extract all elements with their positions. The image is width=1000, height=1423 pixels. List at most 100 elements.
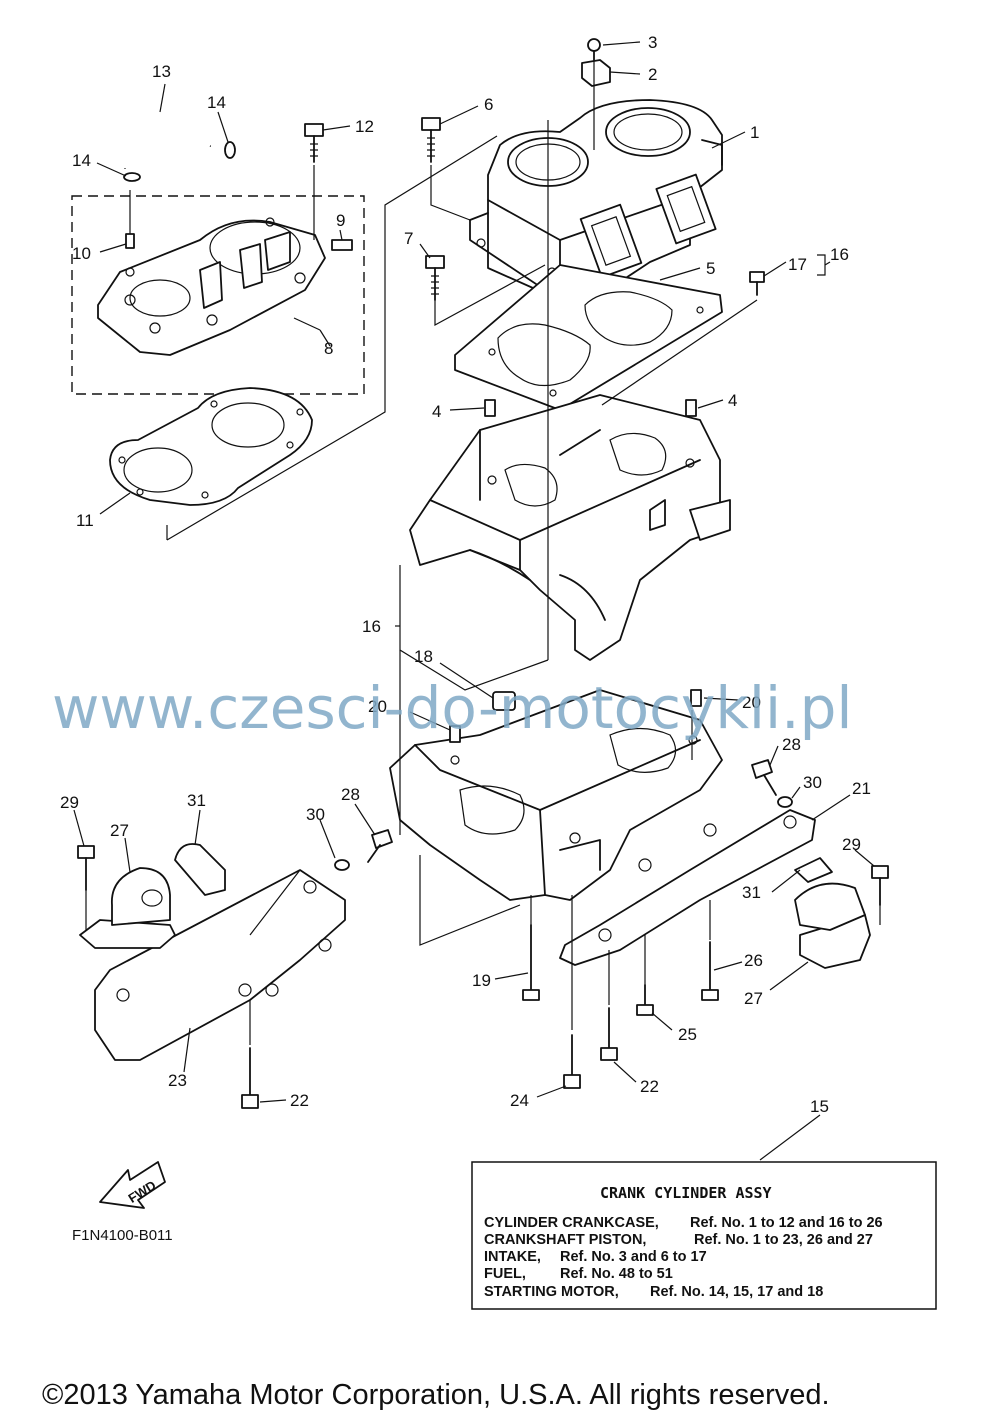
forward-arrow-icon: FWD — [99, 1161, 166, 1209]
dowel-part-4-right — [685, 399, 697, 417]
washer-part-30-left — [334, 859, 350, 871]
part-label: 10 — [72, 244, 91, 263]
info-row-ref: Ref. No. 3 and 6 to 17 — [560, 1249, 707, 1265]
part-label: 11 — [76, 511, 94, 530]
part-label: 14 — [207, 93, 226, 112]
dowel-part-4-left — [484, 399, 496, 417]
part-label: 4 — [728, 391, 737, 410]
part-label: 2 — [648, 65, 657, 84]
stopper-part-31-right — [794, 857, 833, 883]
info-row-name: FUEL, — [484, 1266, 526, 1282]
info-row-name: CRANKSHAFT PISTON, — [484, 1232, 646, 1248]
bolt-part-28-right — [751, 759, 777, 796]
bolt-part-12 — [304, 123, 324, 163]
info-box: CRANK CYLINDER ASSY CYLINDER CRANKCASE, … — [471, 1161, 937, 1310]
part-label: 29 — [842, 835, 861, 854]
bolt-part-26 — [701, 941, 719, 1001]
part-label: 31 — [187, 791, 206, 810]
part-label: 31 — [742, 883, 761, 902]
bolt-part-25 — [636, 984, 654, 1016]
part-label: 22 — [640, 1077, 659, 1096]
part-label: 23 — [168, 1071, 187, 1090]
part-label: 20 — [742, 693, 761, 712]
assembly-lines — [85, 60, 881, 1045]
cylinder-part — [469, 99, 723, 301]
info-row-ref: Ref. No. 14, 15, 17 and 18 — [650, 1284, 823, 1300]
part-label: 28 — [782, 735, 801, 754]
part-label: 27 — [744, 989, 763, 1008]
bolt-part-7 — [425, 255, 445, 301]
engine-mount-part-27-right — [794, 882, 871, 969]
watermark: www.czesci-do-motocykli.pl — [52, 674, 853, 742]
dowel-part-20-right — [690, 689, 702, 707]
info-row-ref: Ref. No. 1 to 23, 26 and 27 — [694, 1232, 873, 1248]
info-row-name: CYLINDER CRANKCASE, — [484, 1215, 659, 1231]
part-label: 18 — [414, 647, 433, 666]
crankcase-upper — [409, 394, 731, 661]
part-label: 4 — [432, 402, 441, 421]
part-label: 27 — [110, 821, 129, 840]
bolt-part-19 — [522, 924, 540, 1001]
diagram-code: F1N4100-B011 — [72, 1227, 173, 1244]
info-row-name: INTAKE, — [484, 1249, 541, 1265]
part-label: 15 — [810, 1097, 829, 1116]
info-row-ref: Ref. No. 1 to 12 and 16 to 26 — [690, 1215, 883, 1231]
part-label: 21 — [852, 779, 871, 798]
part-label: 7 — [404, 229, 413, 248]
part-label: 8 — [324, 339, 333, 358]
info-box-title: CRANK CYLINDER ASSY — [600, 1184, 772, 1202]
part-label: 6 — [484, 95, 493, 114]
part-label: 22 — [290, 1091, 309, 1110]
part-label: 25 — [678, 1025, 697, 1044]
part-label: 30 — [803, 773, 822, 792]
washer-part-30-right — [777, 796, 793, 808]
part-label: 9 — [336, 211, 345, 230]
part-label: 5 — [706, 259, 715, 278]
hose-part-13 — [122, 112, 211, 169]
mount-bracket-part-23 — [94, 869, 346, 1061]
part-labels: 3 2 1 6 12 13 14 14 10 9 8 7 5 17 16 11 … — [60, 33, 871, 1116]
part-label: 26 — [744, 951, 763, 970]
bolt-part-3 — [587, 38, 601, 61]
bolt-part-29-left — [77, 845, 95, 891]
cap-part-2 — [581, 59, 611, 87]
bolt-part-17 — [749, 271, 765, 296]
part-label: 3 — [648, 33, 657, 52]
head-gasket-part-11 — [109, 387, 313, 506]
leader-lines — [73, 41, 875, 1161]
part-label: 12 — [355, 117, 374, 136]
info-row-ref: Ref. No. 48 to 51 — [560, 1266, 673, 1282]
part-label: 24 — [510, 1091, 529, 1110]
stopper-part-31-left — [174, 843, 226, 896]
part-label: 30 — [306, 805, 325, 824]
engine-mount-part-27-left — [79, 867, 176, 949]
crankcase-lower — [389, 689, 723, 901]
gasket-part-5 — [454, 264, 723, 411]
info-row-name: STARTING MOTOR, — [484, 1284, 619, 1300]
bolt-part-22-right — [600, 1007, 618, 1061]
fitting-part-9 — [331, 239, 353, 251]
bushing-part-18 — [492, 691, 516, 711]
part-label: 28 — [341, 785, 360, 804]
part-label: 16 — [830, 245, 849, 264]
intake-manifold-part-8 — [97, 217, 326, 356]
bolt-part-6 — [421, 117, 441, 163]
mount-bracket-part-21 — [559, 809, 816, 966]
bolt-part-29-right — [871, 865, 889, 906]
copyright-notice: ©2013 Yamaha Motor Corporation, U.S.A. A… — [42, 1379, 830, 1411]
part-label: 17 — [788, 255, 807, 274]
part-label: 13 — [152, 62, 171, 81]
part-label: 20 — [368, 697, 387, 716]
bolt-part-24 — [563, 1034, 581, 1089]
dowel-part-20-left — [449, 725, 461, 743]
clip-part-14 — [123, 141, 236, 182]
part-label: 14 — [72, 151, 91, 170]
dowel-part-10 — [125, 233, 135, 249]
part-label: 29 — [60, 793, 79, 812]
bolt-part-22-left — [241, 1047, 259, 1109]
part-label: 16 — [362, 617, 381, 636]
part-label: 1 — [750, 123, 759, 142]
part-label: 19 — [472, 971, 491, 990]
bolt-part-28-left — [367, 829, 393, 863]
